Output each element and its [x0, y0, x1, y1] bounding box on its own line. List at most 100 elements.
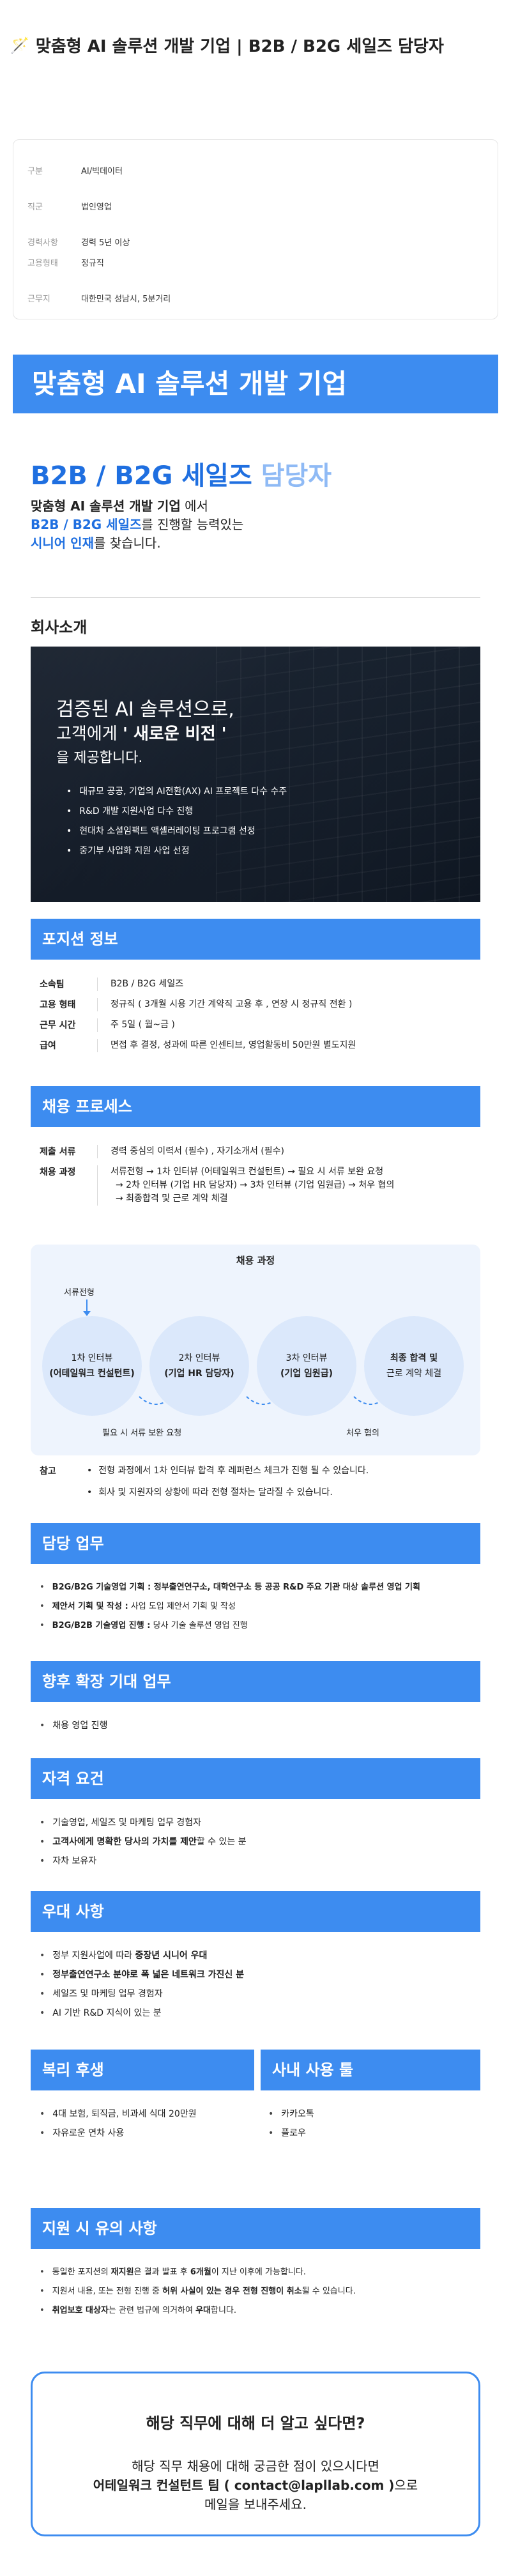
- summary-row: 구분 AI/빅데이터: [27, 164, 123, 177]
- list-item: 세일즈 및 마케팅 업무 경험자: [40, 1987, 244, 2006]
- position-label: 고용 형태: [40, 1000, 76, 1010]
- position-value: 정규직 ( 3개월 시용 기간 계약직 고용 후 , 연장 시 정규직 전환 ): [97, 998, 352, 1011]
- process-step-line: → 2차 인터뷰 (기업 HR 담당자) → 3차 인터뷰 (기업 임원급) →…: [116, 1180, 395, 1190]
- contact-line: 으로: [394, 2478, 418, 2493]
- qualifications-heading: 자격 요건: [31, 1758, 480, 1799]
- page-title-text: 맞춤형 AI 솔루션 개발 기업 | B2B / B2G 세일즈 담당자: [35, 37, 444, 56]
- role-desc-text: 를 진행할 능력있는: [141, 517, 244, 532]
- notice-text: 은 결과 발표 후: [133, 2267, 190, 2277]
- company-intro-image: 검증된 AI 솔루션으로, 고객에게 ' 새로운 비전 ' 을 제공합니다. 대…: [31, 647, 480, 902]
- role-title-light: 담당자: [261, 461, 332, 491]
- image-overlay: [31, 647, 480, 902]
- position-label: 근무 시간: [40, 1020, 76, 1031]
- company-achievements: 대규모 공공, 기업의 AI전환(AX) AI 프로젝트 다수 수주 R&D 개…: [66, 782, 287, 861]
- expansion-heading: 향후 확장 기대 업무: [31, 1661, 480, 1702]
- process-between-label: 필요 시 서류 보완 요청: [102, 1429, 182, 1438]
- contact-line: 해당 직무 채용에 대해 궁금한 점이 있으시다면: [132, 2458, 379, 2474]
- qualification-text: 자차 보유자: [52, 1856, 97, 1866]
- contact-line: 메일을 보내주세요.: [204, 2497, 307, 2512]
- summary-label: 구분: [27, 167, 43, 176]
- hero-banner: 맞춤형 AI 솔루션 개발 기업: [13, 355, 498, 413]
- list-item: 고객사에게 명확한 당사의 가치를 제안할 수 있는 분: [40, 1835, 247, 1854]
- summary-row: 근무지 대한민국 성남시, 5분거리: [27, 292, 171, 305]
- company-vision-text: 검증된 AI 솔루션으로, 고객에게 ' 새로운 비전 ' 을 제공합니다.: [56, 698, 234, 770]
- process-label: 제출 서류: [40, 1147, 76, 1157]
- contact-text: 해당 직무 채용에 대해 궁금한 점이 있으시다면 어테일워크 컨설턴트 팀 (…: [33, 2457, 478, 2514]
- duties-list: B2G/B2G 기술영업 기획 : 정부출연연구소, 대학연구소 등 공공 R&…: [40, 1581, 420, 1638]
- step-name: 최종 합격 및: [390, 1353, 438, 1363]
- role-desc-text: 를 찾습니다.: [93, 535, 161, 551]
- duty-text: 당사 기술 솔루션 영업 진행: [150, 1621, 248, 1630]
- note-label: 참고: [40, 1466, 56, 1476]
- list-item: AI 기반 R&D 지식이 있는 분: [40, 2006, 244, 2025]
- contact-question: 해당 직무에 대해 더 알고 싶다면?: [146, 2414, 365, 2432]
- notice-text: 합니다.: [210, 2306, 236, 2315]
- qualification-text: 할 수 있는 분: [196, 1837, 247, 1847]
- section-divider: [31, 597, 480, 598]
- tools-list: 카카오톡 플로우: [268, 2107, 314, 2145]
- list-item: 정부 지원사업에 따라 중장년 시니어 우대: [40, 1949, 244, 1968]
- notice-highlight: 허위 사실이 있는 경우 전형 진행이 취소: [162, 2287, 302, 2296]
- summary-value: 법인영업: [81, 203, 112, 212]
- list-item: 채용 영업 진행: [40, 1719, 107, 1738]
- process-step-line: → 최종합격 및 근로 계약 체결: [116, 1193, 228, 1204]
- process-between-label: 처우 협의: [346, 1429, 379, 1438]
- list-item: 대규모 공공, 기업의 AI전환(AX) AI 프로젝트 다수 수주: [66, 782, 287, 802]
- position-label: 급여: [40, 1041, 56, 1051]
- benefits-heading: 복리 후생: [31, 2050, 254, 2090]
- list-item: 카카오톡: [268, 2107, 314, 2126]
- role-desc-text: 에서: [180, 498, 208, 514]
- notice-text: 이 지난 이후에 가능합니다.: [211, 2267, 306, 2277]
- step-name: 3차 인터뷰: [286, 1353, 328, 1363]
- magic-wand-icon: 🪄: [10, 36, 29, 54]
- summary-value: AI/빅데이터: [81, 167, 123, 176]
- summary-value: 대한민국 성남시, 5분거리: [81, 295, 171, 304]
- list-item: 지원서 내용, 또는 전형 진행 중 허위 사실이 있는 경우 전형 진행이 취…: [40, 2285, 356, 2304]
- duty-text: 사업 도입 제안서 기획 및 작성: [128, 1602, 236, 1611]
- duty-title: 제안서 기획 및 작성 :: [52, 1602, 128, 1611]
- preferred-list: 정부 지원사업에 따라 중장년 시니어 우대 정부출연연구소 분야로 폭 넓은 …: [40, 1949, 244, 2025]
- vision-line-3: 을 제공합니다.: [56, 750, 143, 766]
- preferred-highlight: 중장년 시니어 우대: [135, 1951, 208, 1961]
- summary-value: 정규직: [81, 259, 104, 268]
- duties-heading: 담당 업무: [31, 1523, 480, 1564]
- tools-heading: 사내 사용 툴: [261, 2050, 480, 2090]
- list-item: 자차 보유자: [40, 1854, 247, 1873]
- summary-value: 경력 5년 이상: [81, 238, 130, 248]
- list-item: 회사 및 지원자의 상황에 따라 전형 절차는 달라질 수 있습니다.: [87, 1486, 369, 1508]
- summary-row: 고용형태 정규직: [27, 256, 104, 269]
- step-owner: (기업 임원급): [280, 1368, 333, 1379]
- list-item: 중기부 사업화 지원 사업 선정: [66, 841, 287, 861]
- position-value: B2B / B2G 세일즈: [97, 977, 183, 991]
- vision-highlight: ' 새로운 비전 ': [122, 724, 227, 744]
- summary-label: 근무지: [27, 295, 50, 304]
- position-value: 면접 후 결정, 성과에 따른 인센티브, 영업활동비 50만원 별도지원: [97, 1039, 356, 1052]
- role-title: B2B / B2G 세일즈 담당자: [31, 455, 332, 492]
- process-start-label: 서류전형: [64, 1288, 95, 1298]
- process-step-circle: 3차 인터뷰 (기업 임원급): [257, 1316, 356, 1416]
- list-item: 현대차 소셜임팩트 액셀러레이팅 프로그램 선정: [66, 822, 287, 841]
- list-item: 취업보호 대상자는 관련 법규에 의거하여 우대합니다.: [40, 2304, 356, 2323]
- step-owner: 근로 계약 체결: [386, 1368, 442, 1379]
- list-item: B2G/B2B 기술영업 진행 : 당사 기술 솔루션 영업 진행: [40, 1619, 420, 1638]
- summary-label: 고용형태: [27, 259, 58, 268]
- preferred-text: 세일즈 및 마케팅 업무 경험자: [52, 1989, 163, 1999]
- list-item: 전형 과정에서 1차 인터뷰 합격 후 레퍼런스 체크가 진행 될 수 있습니다…: [87, 1464, 369, 1486]
- benefits-list: 4대 보험, 퇴직금, 비과세 식대 20만원 자유로운 연차 사용: [40, 2107, 196, 2145]
- list-item: 동일한 포지션의 재지원은 결과 발표 후 6개월이 지난 이후에 가능합니다.: [40, 2266, 356, 2285]
- page-title: 🪄 맞춤형 AI 솔루션 개발 기업 | B2B / B2G 세일즈 담당자: [10, 33, 444, 57]
- position-heading: 포지션 정보: [31, 919, 480, 960]
- contact-email[interactable]: 어테일워크 컨설턴트 팀 ( contact@lapllab.com ): [93, 2478, 395, 2493]
- notice-text: 지원서 내용, 또는 전형 진행 중: [52, 2287, 163, 2296]
- preferred-text: AI 기반 R&D 지식이 있는 분: [52, 2008, 162, 2018]
- notice-text: 될 수 있습니다.: [301, 2287, 356, 2296]
- notice-text: 동일한 포지션의: [52, 2267, 111, 2277]
- step-owner: (어테일워크 컨설턴트): [49, 1368, 135, 1379]
- process-step-line: 서류전형 → 1차 인터뷰 (어테일워크 컨설턴트) → 필요 시 서류 보완 …: [111, 1167, 384, 1177]
- list-item: 플로우: [268, 2126, 314, 2145]
- preferred-heading: 우대 사항: [31, 1891, 480, 1932]
